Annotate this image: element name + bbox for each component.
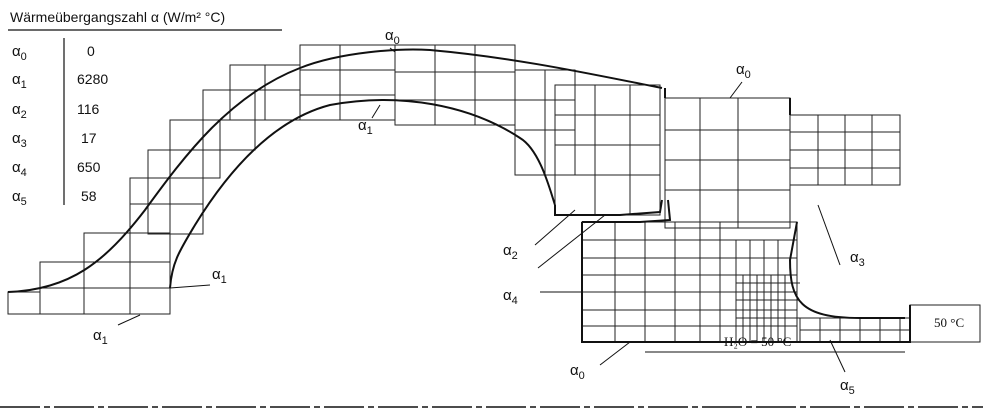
legend-value: 0 xyxy=(87,43,95,59)
block-mesh xyxy=(581,97,981,343)
pool-outline xyxy=(581,199,911,343)
arch-outline xyxy=(7,48,791,293)
legend-symbol: α xyxy=(12,101,21,118)
legend-title: Wärmeübergangszahl α (W/m² °C) xyxy=(10,9,225,25)
label-a1-bottom: α1 xyxy=(93,327,108,347)
label-a1-left: α1 xyxy=(212,266,227,286)
legend-row-0: α0 0 xyxy=(12,43,95,63)
legend-symbol: α xyxy=(12,159,21,176)
temp-right: 50 °C xyxy=(934,315,964,330)
label-a4: α4 xyxy=(503,287,518,307)
label-a0-right-top: α0 xyxy=(736,61,751,81)
svg-text:α2: α2 xyxy=(12,101,27,121)
legend-subscript: 5 xyxy=(21,196,27,208)
svg-text:α4: α4 xyxy=(12,159,27,179)
legend-value: 650 xyxy=(77,159,101,175)
legend-row-2: α2 116 xyxy=(12,101,100,121)
svg-text:α1: α1 xyxy=(12,71,27,91)
svg-text:α3: α3 xyxy=(12,130,27,150)
label-a0-top: α0 xyxy=(385,27,400,47)
label-a5: α5 xyxy=(840,377,855,397)
temp-water: H₂O = 50 °C xyxy=(724,334,791,349)
svg-text:α5: α5 xyxy=(12,188,27,208)
temperature-labels: 50 °C H₂O = 50 °C xyxy=(645,315,964,353)
legend-row-3: α3 17 xyxy=(12,130,97,150)
legend-value: 6280 xyxy=(77,71,108,87)
svg-text:α0: α0 xyxy=(12,43,27,63)
label-a0-bottom: α0 xyxy=(570,362,585,382)
legend-symbol: α xyxy=(12,130,21,147)
legend-subscript: 2 xyxy=(21,109,27,121)
legend: Wärmeübergangszahl α (W/m² °C) α0 0 α1 6… xyxy=(8,9,282,208)
label-a1-inner: α1 xyxy=(358,117,373,137)
legend-row-1: α1 6280 xyxy=(12,71,108,91)
legend-value: 58 xyxy=(81,188,97,204)
label-a3: α3 xyxy=(850,249,865,269)
legend-symbol: α xyxy=(12,71,21,88)
legend-row-5: α5 58 xyxy=(12,188,97,208)
legend-subscript: 0 xyxy=(21,51,27,63)
legend-value: 17 xyxy=(81,130,97,146)
legend-symbol: α xyxy=(12,43,21,60)
alpha-labels: α0 α1 α0 α1 α1 α2 α4 α3 α0 α5 xyxy=(93,27,865,397)
legend-subscript: 1 xyxy=(21,79,27,91)
legend-value: 116 xyxy=(77,101,100,117)
legend-subscript: 4 xyxy=(21,167,27,179)
legend-row-4: α4 650 xyxy=(12,159,101,179)
leaders xyxy=(117,47,846,373)
legend-symbol: α xyxy=(12,188,21,205)
label-a2: α2 xyxy=(503,242,518,262)
legend-subscript: 3 xyxy=(21,138,27,150)
arch-mesh xyxy=(7,44,661,315)
